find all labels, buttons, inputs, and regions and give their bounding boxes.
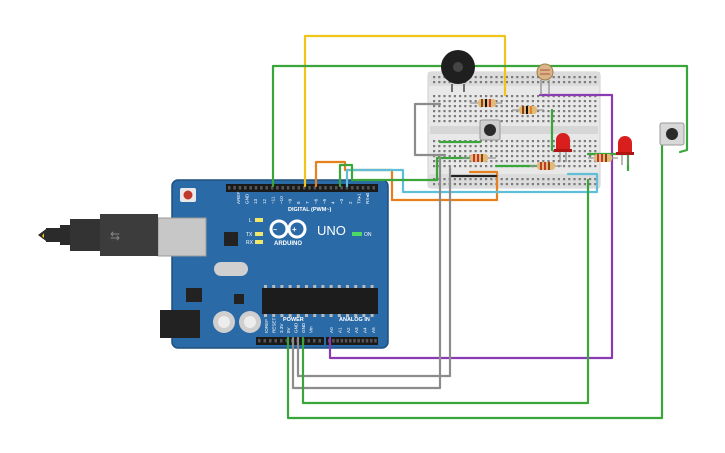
pin-label: ~10 bbox=[279, 196, 284, 204]
pin-label: 5V bbox=[286, 326, 291, 333]
wire-gray-bb bbox=[413, 102, 447, 157]
wire-green-top bbox=[271, 64, 689, 188]
reset-button-cap bbox=[183, 190, 193, 200]
pin-label: ~11 bbox=[270, 196, 275, 204]
piezo-buzzer bbox=[441, 50, 475, 92]
pin-label: IOREF bbox=[264, 319, 269, 333]
resistor-4 bbox=[530, 162, 562, 170]
resistor-3 bbox=[462, 154, 496, 162]
power-header-label: POWER bbox=[283, 317, 304, 323]
pin-label: ~5 bbox=[322, 198, 327, 204]
pin-label: A2 bbox=[346, 327, 351, 333]
pin-label: ~6 bbox=[313, 198, 318, 204]
wire-green-bottom bbox=[286, 143, 664, 420]
resistor-5 bbox=[588, 154, 618, 162]
brand-label: ARDUINO bbox=[274, 241, 302, 247]
digital-header bbox=[226, 184, 378, 192]
pin-label: 4 bbox=[331, 201, 336, 204]
pin-label: A5 bbox=[371, 327, 376, 333]
led-rx bbox=[255, 240, 263, 244]
voltage-regulator bbox=[186, 288, 202, 302]
pin-label: GND bbox=[245, 193, 250, 204]
red-led-1 bbox=[554, 133, 572, 162]
red-led-2 bbox=[616, 136, 634, 165]
small-chip bbox=[234, 294, 244, 304]
pin-label: A3 bbox=[354, 327, 359, 333]
wire-gray-2 bbox=[296, 166, 452, 378]
power-led bbox=[352, 232, 362, 236]
external-pushbutton[interactable] bbox=[659, 122, 685, 146]
arduino-uno-board: L TX RX ON − + ARDUINO UNO DIGITAL (PWM~… bbox=[157, 179, 389, 349]
resistor-2 bbox=[512, 106, 544, 114]
wire-teal bbox=[345, 168, 599, 194]
led-l-label: L bbox=[249, 218, 252, 224]
pin-label: Vin bbox=[308, 326, 313, 333]
usb-icon: ⇆ bbox=[110, 229, 120, 243]
pin-label: AREF bbox=[236, 192, 241, 204]
pin-label: A1 bbox=[337, 327, 342, 333]
analog-header-label: ANALOG IN bbox=[339, 317, 370, 323]
pin-label: 13 bbox=[253, 198, 258, 204]
pin-label: TX▸1 bbox=[356, 193, 361, 204]
photoresistor bbox=[536, 63, 554, 95]
crystal bbox=[214, 262, 248, 276]
resistor-1 bbox=[470, 99, 502, 107]
pin-label: A4 bbox=[363, 327, 368, 333]
power-header bbox=[256, 337, 324, 345]
pin-label: GND bbox=[301, 322, 306, 333]
pin-label: ~9 bbox=[288, 198, 293, 204]
wire-green-mid bbox=[338, 156, 477, 188]
arduino-logo: − + bbox=[269, 219, 307, 239]
model-label: UNO bbox=[317, 223, 346, 238]
usb-cable: ⇆ bbox=[38, 214, 158, 256]
wire-green-power bbox=[301, 178, 590, 405]
breadboard-pushbutton[interactable] bbox=[479, 119, 501, 141]
svg-text:−: − bbox=[273, 227, 277, 234]
led-rx-label: RX bbox=[246, 240, 254, 246]
led-tx bbox=[255, 232, 263, 236]
wire-purple bbox=[328, 93, 614, 360]
pin-label: GND bbox=[294, 322, 299, 333]
usb-chip bbox=[224, 232, 238, 246]
atmega-chip-pins bbox=[264, 285, 374, 317]
wires bbox=[271, 34, 689, 420]
pin-label: 2 bbox=[348, 201, 353, 204]
pin-label: 8 bbox=[296, 201, 301, 204]
pin-label: 12 bbox=[262, 198, 267, 204]
svg-text:+: + bbox=[292, 225, 297, 234]
pin-label: ~3 bbox=[339, 198, 344, 204]
analog-header bbox=[326, 337, 378, 345]
power-jack bbox=[160, 310, 200, 338]
pin-label: 3.3V bbox=[279, 323, 284, 333]
digital-header-label: DIGITAL (PWM~) bbox=[288, 207, 332, 213]
led-l bbox=[255, 218, 263, 222]
pin-label: A0 bbox=[329, 327, 334, 333]
pin-label: RESET bbox=[271, 317, 276, 333]
pin-label: RX◂0 bbox=[365, 192, 370, 204]
breadboard bbox=[427, 71, 601, 189]
atmega-chip bbox=[262, 288, 378, 314]
power-led-label: ON bbox=[364, 232, 372, 238]
pin-label: 7 bbox=[305, 201, 310, 204]
wire-gray bbox=[291, 156, 442, 390]
usb-port bbox=[157, 217, 207, 257]
led-tx-label: TX bbox=[246, 232, 253, 238]
